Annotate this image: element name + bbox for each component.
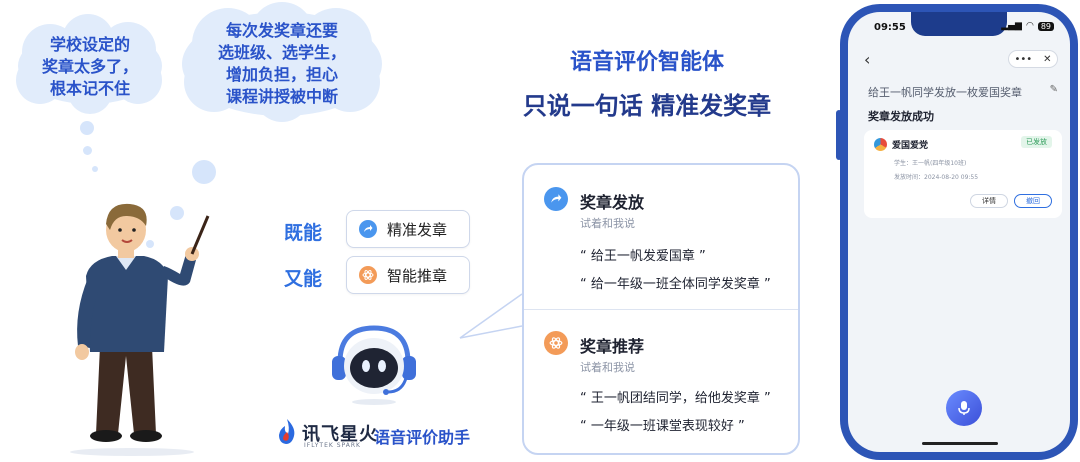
edit-icon[interactable]: ✎ <box>1049 84 1058 95</box>
feature-pill-label: 智能推章 <box>387 266 448 285</box>
cloud-shape <box>16 14 162 114</box>
signal-icon: ▂▄▆ <box>1001 21 1022 31</box>
cloud-right-text: 每次发奖章还要 选班级、选学生， 增加负担，担心 课程讲授被中断 <box>217 21 346 106</box>
phone-mockup: 09:55 ▂▄▆ ◠ 89 ‹ ••• ✕ 给王一帆同学发放一枚爱国奖章 ✎ … <box>840 4 1078 460</box>
revoke-button[interactable]: 撤回 <box>1014 194 1052 208</box>
cloud-left-text: 学校设定的 奖章太多了， 根本记不住 <box>41 35 138 98</box>
close-icon[interactable]: ✕ <box>1043 53 1052 65</box>
feature-pill-precise[interactable]: 精准发章 <box>346 210 470 248</box>
headline-title: 语音评价智能体 <box>569 50 724 75</box>
cloud-dot <box>170 206 184 220</box>
detail-button[interactable]: 详情 <box>970 194 1008 208</box>
battery-icon: 89 <box>1037 21 1054 31</box>
section-divider <box>524 309 798 310</box>
share-arrow-icon <box>359 220 377 238</box>
user-query-text: 给王一帆同学发放一枚爱国奖章 <box>868 86 1022 99</box>
cloud-dot <box>80 121 94 135</box>
back-chevron-icon[interactable]: ‹ <box>864 50 871 69</box>
phone-notch <box>911 12 1007 36</box>
voice-command-card: 奖章发放 试着和我说 “ 给王一帆发爱国章 ” “ 给一年级一班全体同学发奖章 … <box>522 163 800 455</box>
status-badge: 已发放 <box>1021 136 1052 148</box>
teacher-illustration <box>70 203 210 456</box>
example-utterance[interactable]: “ 王一帆团结同学，给他发奖章 ” <box>580 391 771 406</box>
example-utterance[interactable]: “ 一年级一班课堂表现较好 ” <box>580 419 745 434</box>
voice-input-button[interactable] <box>946 390 982 426</box>
section-title-recommend: 奖章推荐 <box>580 337 645 356</box>
cloud-shape <box>182 2 382 122</box>
feature-pill-label: 精准发章 <box>387 220 448 239</box>
atom-icon <box>544 331 568 355</box>
thought-cloud-left: 学校设定的 奖章太多了， 根本记不住 <box>10 14 170 114</box>
result-title: 奖章发放成功 <box>868 110 934 123</box>
section-title-issue: 奖章发放 <box>580 193 645 212</box>
medal-result-card: 爱国爱党 已发放 学生：王一帆(四年级10班) 发放时间：2024-08-20 … <box>864 130 1062 218</box>
section-subtitle: 试着和我说 <box>580 217 635 230</box>
robot-assistant-icon <box>332 325 416 405</box>
cloud-dot <box>83 146 92 155</box>
more-menu-capsule[interactable]: ••• ✕ <box>1008 50 1058 68</box>
share-arrow-icon <box>544 187 568 211</box>
medal-icon <box>874 138 887 151</box>
feature-prefix: 既能 <box>284 222 323 244</box>
brand-logo-subtext: IFLYTEK SPARK <box>304 442 361 449</box>
headline-subtitle: 只说一句话 精准发奖章 <box>522 92 772 120</box>
cloud-dot <box>192 160 216 184</box>
feature-prefix: 又能 <box>284 268 323 290</box>
section-subtitle: 试着和我说 <box>580 361 635 374</box>
example-utterance[interactable]: “ 给一年级一班全体同学发奖章 ” <box>580 277 771 292</box>
medal-student: 学生：王一帆(四年级10班) <box>894 160 967 167</box>
microphone-icon <box>958 401 970 415</box>
more-icon[interactable]: ••• <box>1014 53 1033 65</box>
example-utterance[interactable]: “ 给王一帆发爱国章 ” <box>580 249 706 264</box>
atom-icon <box>359 266 377 284</box>
phone-side-button <box>836 110 842 160</box>
medal-time: 发放时间：2024-08-20 09:55 <box>894 174 979 181</box>
thought-cloud-right: 每次发奖章还要 选班级、选学生， 增加负担，担心 课程讲授被中断 <box>174 2 390 122</box>
feature-pill-recommend[interactable]: 智能推章 <box>346 256 470 294</box>
status-time: 09:55 <box>874 22 906 33</box>
assistant-name: 语音评价助手 <box>374 428 471 447</box>
status-icons: ▂▄▆ ◠ 89 <box>1001 21 1054 31</box>
card-connector <box>459 293 523 339</box>
medal-name: 爱国爱党 <box>892 141 929 151</box>
cloud-dot <box>92 166 98 172</box>
wifi-icon: ◠ <box>1025 21 1034 31</box>
iflytek-spark-logo-icon <box>279 419 295 444</box>
cloud-dot <box>146 240 154 248</box>
brand-logo-text: 讯飞星火 <box>302 424 378 445</box>
home-indicator <box>922 442 998 445</box>
phone-screen: 09:55 ▂▄▆ ◠ 89 ‹ ••• ✕ 给王一帆同学发放一枚爱国奖章 ✎ … <box>848 12 1070 452</box>
